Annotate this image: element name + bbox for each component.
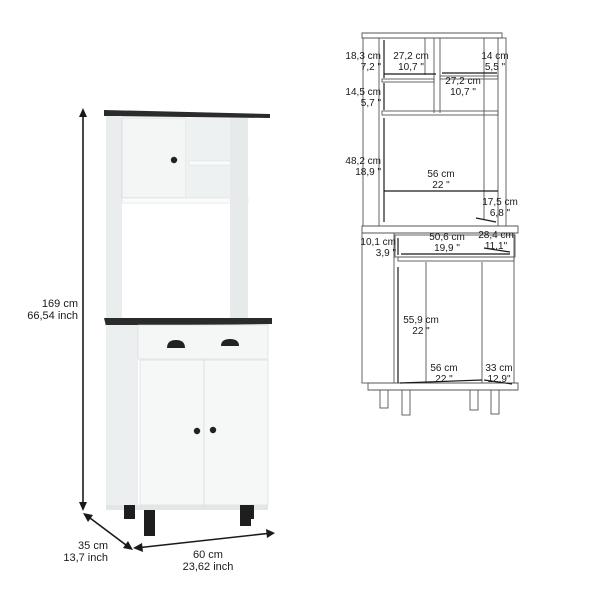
label-drawer-depth: 28,4 cm 11,1" [478, 230, 514, 252]
depth-label: 35 cm 13,7 inch [63, 540, 108, 564]
hutch-right-side [230, 118, 248, 318]
leg-front-right [240, 505, 251, 526]
height-label: 169 cm 66,54 inch [27, 298, 78, 322]
base-right-knob [209, 426, 217, 434]
drawer-handle-left [167, 340, 185, 348]
width-dimension-line [135, 532, 273, 549]
schematic-leg-4 [490, 389, 500, 415]
schematic-mid-shelf [381, 110, 499, 116]
label-top-cabinet-height: 18,3 cm 7,2 " [345, 51, 381, 73]
schematic-base-bottom [367, 382, 519, 391]
label-open-space-depth: 17,5 cm 6,8 " [482, 197, 518, 219]
label-cabinet-height: 55,9 cm 22 " [403, 315, 439, 337]
hutch-door-knob [170, 156, 178, 164]
leg-front-left-2 [144, 510, 155, 536]
hutch-top [104, 110, 270, 118]
label-drawer-height: 10,1 cm 3,9 " [360, 237, 396, 259]
label-lower-shelf-height: 14,5 cm 5,7 " [345, 87, 381, 109]
label-top-left-width: 27,2 cm 10,7 " [393, 51, 429, 73]
hutch-left-side [106, 116, 122, 318]
base-left-knob [193, 427, 201, 435]
base-left-side [106, 325, 138, 505]
label-open-space-width: 56 cm 22 " [427, 169, 455, 191]
label-top-right-depth: 14 cm 5,5 " [481, 51, 509, 73]
schematic-hutch-top [361, 32, 503, 39]
label-cabinet-width: 56 cm 22 " [430, 363, 458, 385]
depth-dimension-line [85, 514, 131, 549]
base-bottom [106, 505, 268, 510]
schematic-shelf-left [381, 78, 435, 83]
schematic-shelf-right [439, 75, 499, 80]
schematic-leg-2 [401, 389, 411, 416]
width-label: 60 cm 23,62 inch [182, 549, 234, 573]
label-drawer-width: 50,6 cm 19,9 " [429, 232, 465, 254]
schematic-counter [361, 225, 519, 234]
schematic-leg-1 [379, 389, 389, 409]
label-top-right-width: 27,2 cm 10,7 " [445, 76, 481, 98]
schematic-leg-3 [469, 389, 479, 411]
base-left-door [139, 359, 205, 506]
label-cabinet-depth: 33 cm 12,9" [485, 363, 513, 385]
counter-top [104, 318, 272, 326]
drawer-handle-right [221, 339, 239, 346]
drawer-front [137, 324, 269, 360]
label-open-space-height: 48,2 cm 18,9 " [345, 156, 381, 178]
leg-front-left [124, 505, 135, 519]
